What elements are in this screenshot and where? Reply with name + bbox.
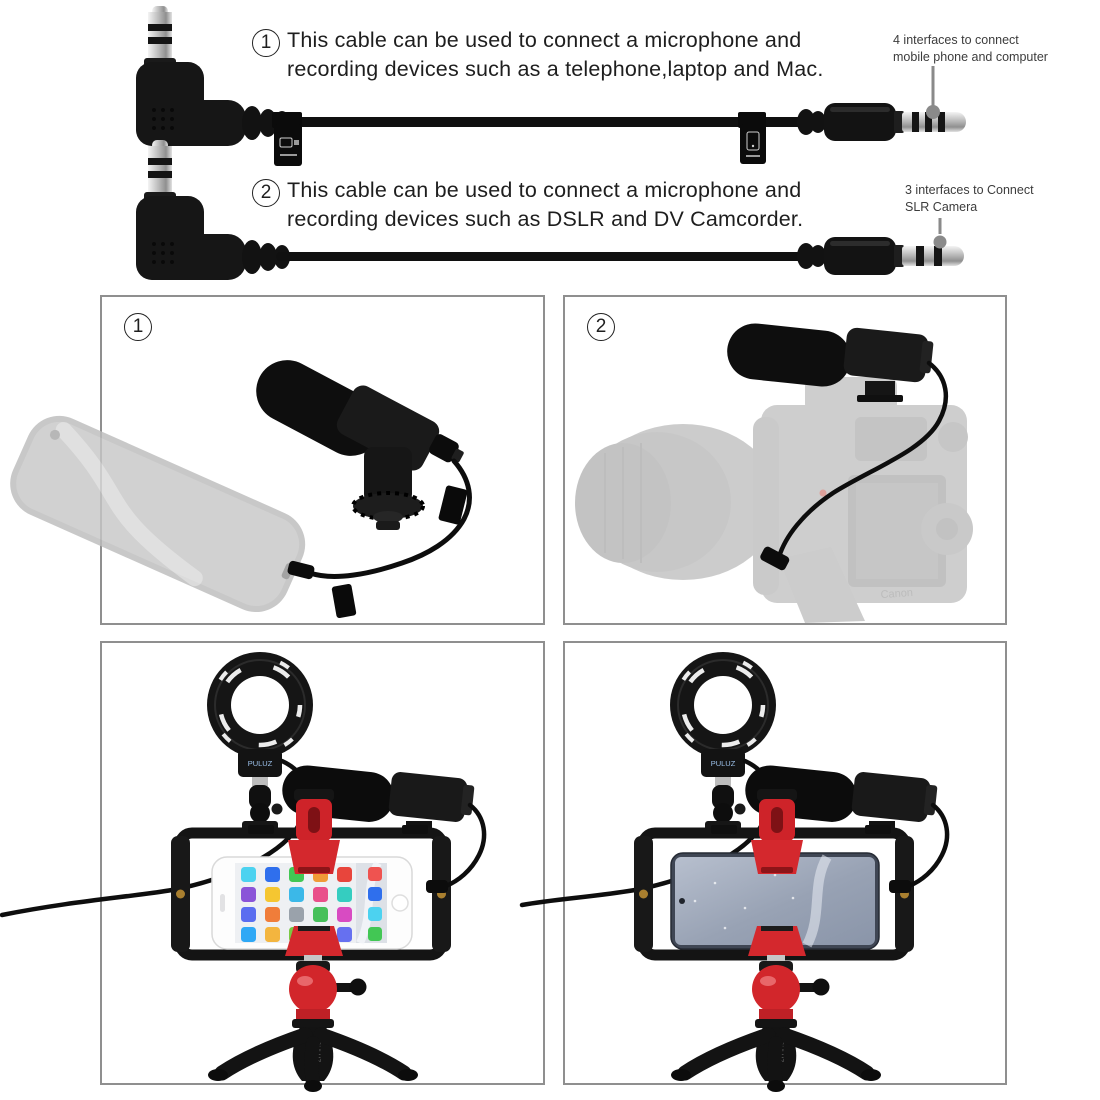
cable-2-annotation-line1: 3 interfaces to Connect [905,183,1034,197]
usage-panel-2-number-badge: 2 [587,313,615,341]
leader-line-2 [933,218,947,249]
microphone [256,360,464,530]
cable-tag [438,485,468,525]
cable-1-description-line1: This cable can be used to connect a micr… [287,28,802,52]
ring-light: PULUZ [670,652,776,833]
mini-tripod: PULUZ [671,1027,881,1092]
cable-tag [331,583,357,619]
cable-plug [426,880,448,893]
cable-1-annotation: 4 interfaces to connect mobile phone and… [893,32,1048,66]
cable-1-description: This cable can be used to connect a micr… [287,26,824,84]
microphone [727,323,934,402]
cable-1-description-line2: recording devices such as a telephone,la… [287,57,824,81]
cable-2-annotation-line2: SLR Camera [905,200,978,214]
smartphone-ghost [10,415,306,613]
straight-plug-trs [797,237,964,275]
straight-plug-trrs [797,103,966,141]
angled-plug-3.5mm [136,140,290,280]
cable-tag-recorder [272,112,302,166]
red-phone-clamp [748,789,806,956]
round-cable [276,252,810,261]
kit-panel-android: PULUZ [519,641,1007,1092]
cable-2-number-badge: 2 [252,179,280,207]
mic-cable [443,802,487,889]
ring-light-brand-label: PULUZ [711,759,736,768]
kit-scene-android: PULUZ [519,652,950,1092]
usage-panel-phone: 1 [10,295,545,625]
cable-1-illustration [136,6,966,166]
usage-panel-1-number-badge: 1 [124,313,152,341]
cable-plug [287,560,315,580]
ring-light: PULUZ [207,652,313,833]
camera-brand-label: Canon [880,587,913,601]
usage-panel-dslr: 2 Canon [563,295,1007,625]
smartphone-android [670,852,880,950]
cable-2-description-line2: recording devices such as DSLR and DV Ca… [287,207,804,231]
ball-head [289,955,367,1028]
kit-panel-iphone: PULUZ [0,641,545,1092]
mic-cable [307,458,472,579]
leader-line-1 [926,66,940,119]
dslr-camera-ghost: Canon [575,377,973,623]
angled-plug-3.5mm [136,6,290,146]
mic-cable [906,802,950,889]
app-icons [241,867,382,942]
cable-2-illustration [136,140,964,280]
usage-scene-phone [10,360,472,619]
mic-cable [776,360,948,560]
cable-1-annotation-line2: mobile phone and computer [893,50,1048,64]
cable-plug [760,546,790,571]
cable-2-description-line1: This cable can be used to connect a micr… [287,178,802,202]
mini-tripod: PULUZ [208,1027,418,1092]
usage-scene-dslr: Canon [575,323,973,623]
cable-2-description: This cable can be used to connect a micr… [287,176,803,234]
red-phone-clamp [285,789,343,956]
ring-light-brand-label: PULUZ [248,759,273,768]
ball-head [752,955,830,1028]
flat-cable [276,117,810,127]
cable-plug [889,880,911,893]
kit-scene-iphone: PULUZ [0,652,487,1092]
cable-1-number-badge: 1 [252,29,280,57]
cable-2-annotation: 3 interfaces to Connect SLR Camera [905,182,1034,216]
cable-tag-phone [738,112,766,164]
cable-1-annotation-line1: 4 interfaces to connect [893,33,1019,47]
